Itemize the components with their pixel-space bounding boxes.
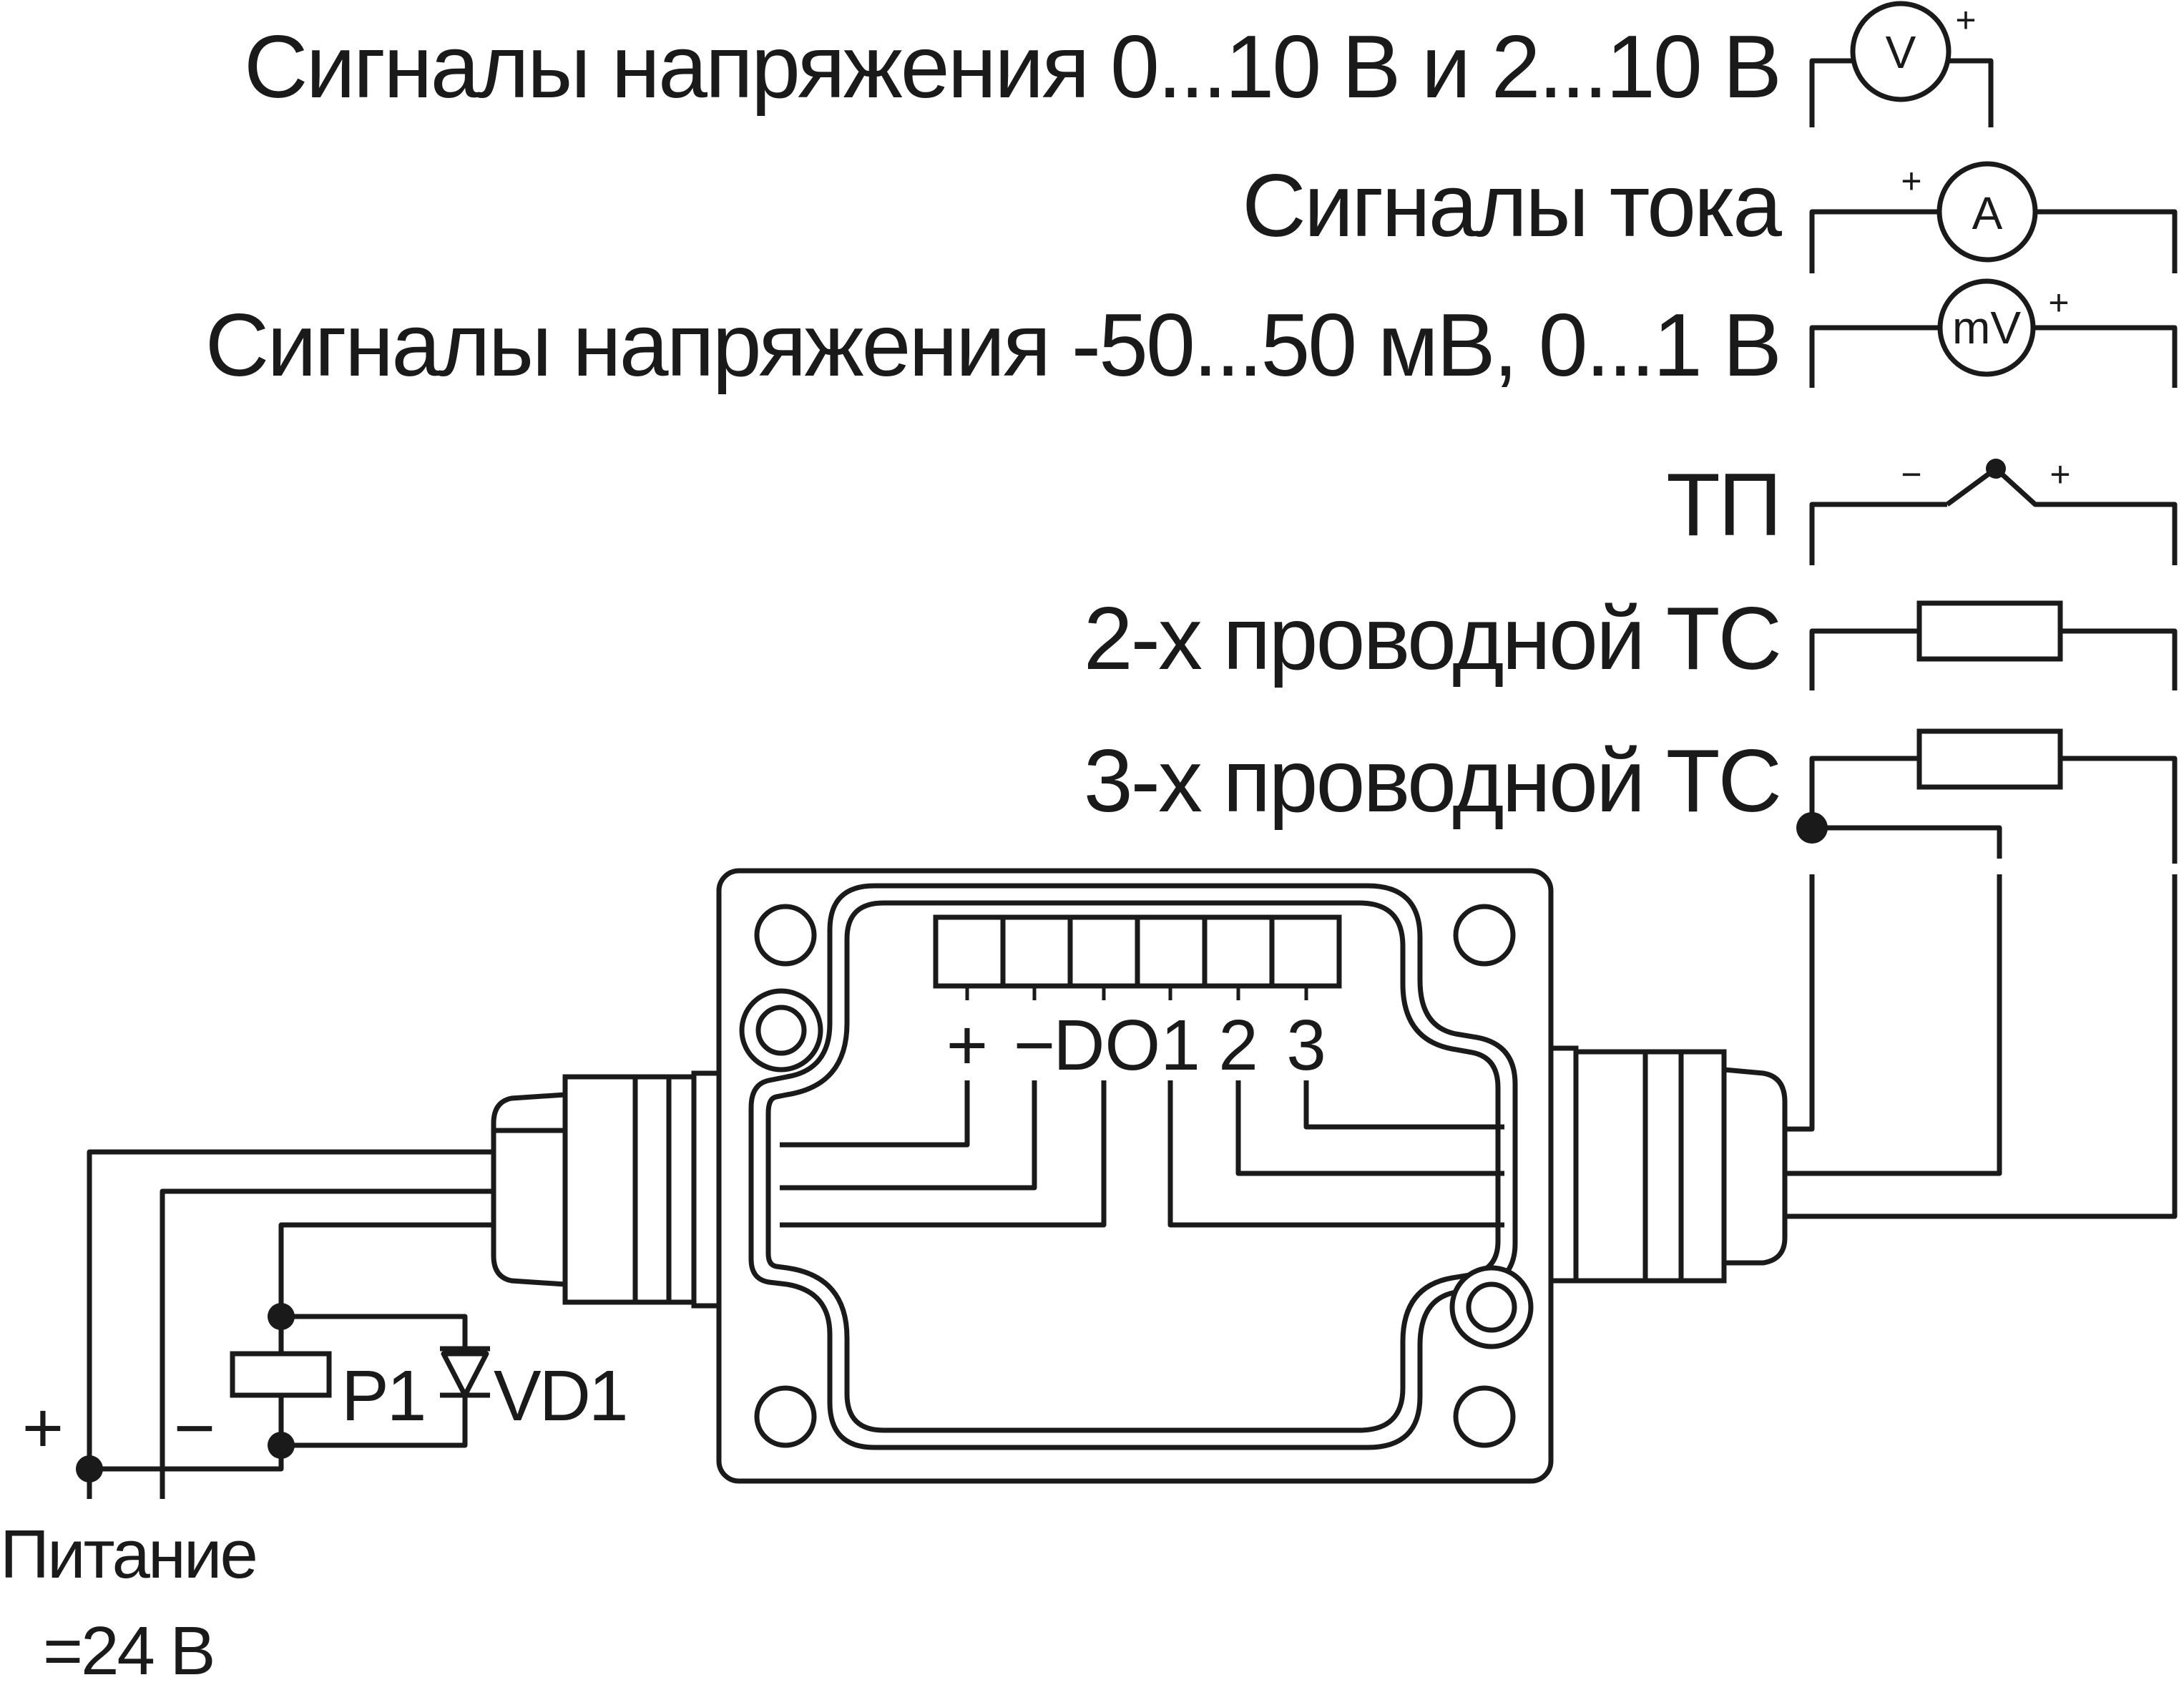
power-voltage: =24 В bbox=[43, 1613, 214, 1689]
relay-coil bbox=[230, 1351, 332, 1398]
millivoltmeter-glyph: mV bbox=[1952, 302, 2021, 353]
internal-wires bbox=[780, 1080, 1504, 1228]
cable-gland-left bbox=[491, 1070, 722, 1309]
rtd-3wire-symbol bbox=[1796, 728, 2178, 864]
terminal-plus-label: + bbox=[946, 1005, 988, 1085]
label-rtd-3wire: 3-х проводной ТС bbox=[1084, 732, 1780, 831]
thermocouple-plus: + bbox=[2050, 454, 2070, 494]
power-minus-sign: − bbox=[174, 1388, 215, 1468]
voltmeter-plus: + bbox=[1955, 0, 1976, 40]
power-title: Питание bbox=[0, 1516, 256, 1593]
relay-label: P1 bbox=[341, 1356, 424, 1436]
thermocouple-symbol: − + bbox=[1809, 454, 2178, 565]
terminal-minus-label: − bbox=[1014, 1005, 1055, 1085]
power-labels: + − Питание =24 В bbox=[0, 1388, 258, 1689]
relay-diode-circuit: P1 VD1 bbox=[230, 1303, 629, 1459]
terminal-block: + − DO1 2 3 bbox=[933, 914, 1342, 1085]
signal-labels: Сигналы напряжения 0...10 В и 2...10 В С… bbox=[205, 18, 1784, 831]
label-current: Сигналы тока bbox=[1242, 157, 1782, 255]
sensor-wires bbox=[1783, 874, 2178, 1219]
voltmeter-symbol: V + bbox=[1809, 0, 1994, 127]
rtd-2wire-symbol bbox=[1809, 600, 2178, 690]
cable-gland-right bbox=[1548, 1045, 1788, 1284]
ammeter-plus: + bbox=[1901, 161, 1921, 201]
ammeter-glyph: A bbox=[1972, 187, 2003, 239]
diode-label: VD1 bbox=[494, 1356, 627, 1436]
ammeter-symbol: A + bbox=[1809, 161, 2178, 273]
label-voltage-mv: Сигналы напряжения -50...50 мВ, 0...1 В bbox=[205, 296, 1780, 395]
terminal-2-label: 2 bbox=[1218, 1005, 1258, 1085]
thermocouple-minus: − bbox=[1901, 454, 1921, 494]
millivoltmeter-plus: + bbox=[2048, 283, 2069, 323]
terminal-do1-label: DO1 bbox=[1053, 1005, 1200, 1085]
power-plus-sign: + bbox=[22, 1388, 64, 1468]
rtd-3wire-junction-dot bbox=[1796, 812, 1828, 844]
millivoltmeter-symbol: mV + bbox=[1809, 278, 2178, 388]
label-rtd-2wire: 2-х проводной ТС bbox=[1084, 590, 1780, 688]
plus-junction-dot bbox=[76, 1455, 103, 1482]
label-thermocouple: ТП bbox=[1666, 456, 1780, 555]
terminal-3-label: 3 bbox=[1286, 1005, 1326, 1085]
label-voltage-0-10: Сигналы напряжения 0...10 В и 2...10 В bbox=[244, 18, 1780, 117]
voltmeter-glyph: V bbox=[1886, 26, 1916, 78]
